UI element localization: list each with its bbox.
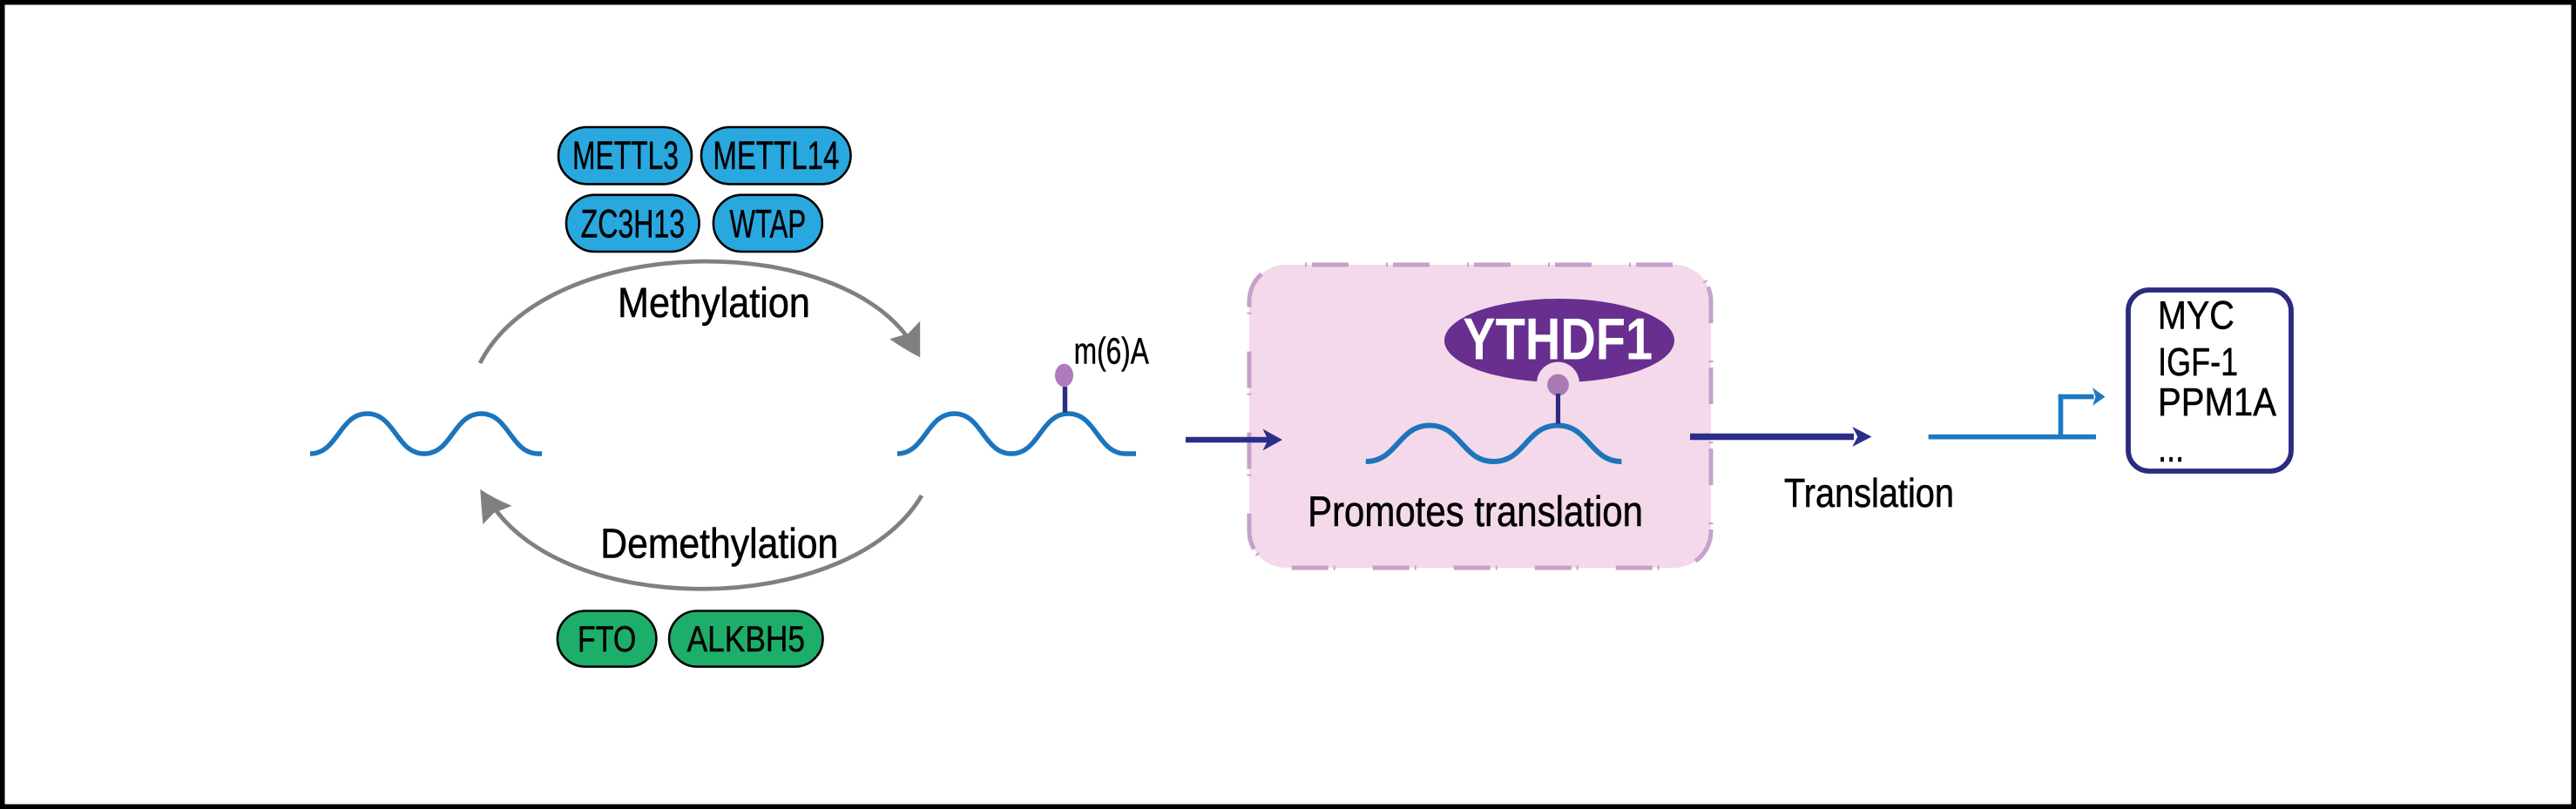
svg-text:PPM1A: PPM1A — [2158, 381, 2276, 425]
svg-text:Translation: Translation — [1784, 471, 1954, 516]
svg-text:Methylation: Methylation — [618, 280, 810, 327]
svg-text:METTL14: METTL14 — [713, 134, 839, 178]
svg-text:WTAP: WTAP — [730, 203, 807, 246]
svg-text:METTL3: METTL3 — [572, 135, 679, 179]
svg-text:...: ... — [2158, 426, 2184, 470]
svg-text:Demethylation: Demethylation — [600, 520, 838, 567]
svg-text:ALKBH5: ALKBH5 — [687, 619, 805, 660]
svg-text:YTHDF1: YTHDF1 — [1463, 307, 1653, 373]
svg-text:FTO: FTO — [578, 619, 636, 660]
svg-text:m(6)A: m(6)A — [1074, 330, 1149, 372]
svg-text:IGF-1: IGF-1 — [2158, 340, 2238, 384]
svg-text:Promotes translation: Promotes translation — [1308, 488, 1643, 536]
svg-text:ZC3H13: ZC3H13 — [581, 203, 685, 246]
svg-text:MYC: MYC — [2158, 293, 2235, 337]
